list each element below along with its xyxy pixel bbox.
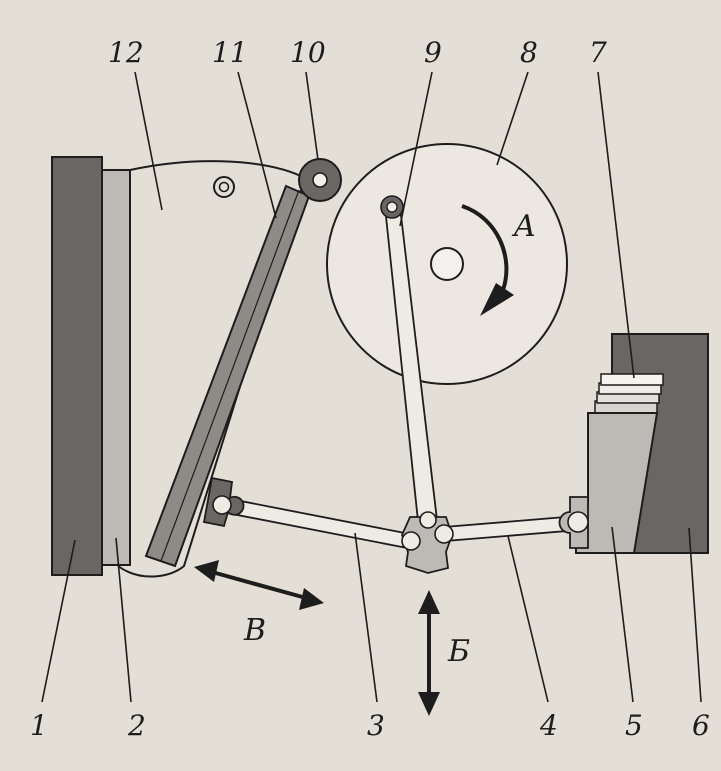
label-a: A xyxy=(511,209,536,244)
leader-7 xyxy=(597,71,635,379)
central-joint-pin-right xyxy=(434,524,454,544)
label-12: 12 xyxy=(108,36,144,69)
fixed-liner-light xyxy=(101,169,131,566)
motion-arrow-v-shaft xyxy=(211,570,307,600)
inclined-bar xyxy=(144,184,311,568)
central-joint-pin-top xyxy=(419,511,437,529)
rotation-arrow-a xyxy=(461,204,509,291)
leader-11 xyxy=(237,71,277,219)
leader-5 xyxy=(611,526,634,703)
motion-arrow-b-head-top xyxy=(418,590,440,614)
label-11: 11 xyxy=(212,36,248,69)
top-pivot-hole xyxy=(312,172,328,188)
leader-4 xyxy=(507,535,549,703)
label-1: 1 xyxy=(30,709,48,742)
right-link-rod xyxy=(443,515,580,542)
label-7: 7 xyxy=(589,36,607,69)
inclined-bar-edge xyxy=(160,189,300,562)
label-b: Б xyxy=(447,634,470,669)
leader-10 xyxy=(305,71,319,161)
label-2: 2 xyxy=(127,709,146,742)
label-3: 3 xyxy=(367,709,385,742)
leader-12 xyxy=(134,71,163,211)
label-v: В xyxy=(243,613,266,648)
motion-arrow-v-head-left xyxy=(194,560,219,582)
label-6: 6 xyxy=(692,709,710,742)
label-10: 10 xyxy=(290,36,326,69)
plate-hinge-outer xyxy=(213,176,235,198)
disc-center-hole xyxy=(430,247,464,281)
leader-8 xyxy=(496,71,529,166)
label-9: 9 xyxy=(424,36,442,69)
layer-stack xyxy=(594,373,664,414)
leader-3 xyxy=(354,532,378,703)
fixed-plate-dark xyxy=(51,156,103,576)
crank-pin-inner xyxy=(386,201,398,213)
label-5: 5 xyxy=(625,709,643,742)
leader-9 xyxy=(399,71,433,227)
motion-arrow-v-head-right xyxy=(299,588,324,610)
leader-lines xyxy=(41,71,702,703)
motion-arrow-b-head-bottom xyxy=(418,692,440,716)
plate-hinge-inner xyxy=(218,181,230,193)
label-4: 4 xyxy=(539,709,558,742)
central-joint-pin-left xyxy=(401,531,421,551)
rotation-arrowhead-a xyxy=(480,283,514,316)
swinging-plate-outline xyxy=(117,160,307,578)
label-8: 8 xyxy=(520,36,538,69)
right-joint-pin xyxy=(567,511,589,533)
leader-1 xyxy=(41,539,76,703)
leader-6 xyxy=(688,527,702,703)
leader-2 xyxy=(115,537,132,703)
layer-stack-sheet xyxy=(600,373,664,386)
left-link-rod xyxy=(220,496,412,550)
left-joint-pin xyxy=(212,495,232,515)
